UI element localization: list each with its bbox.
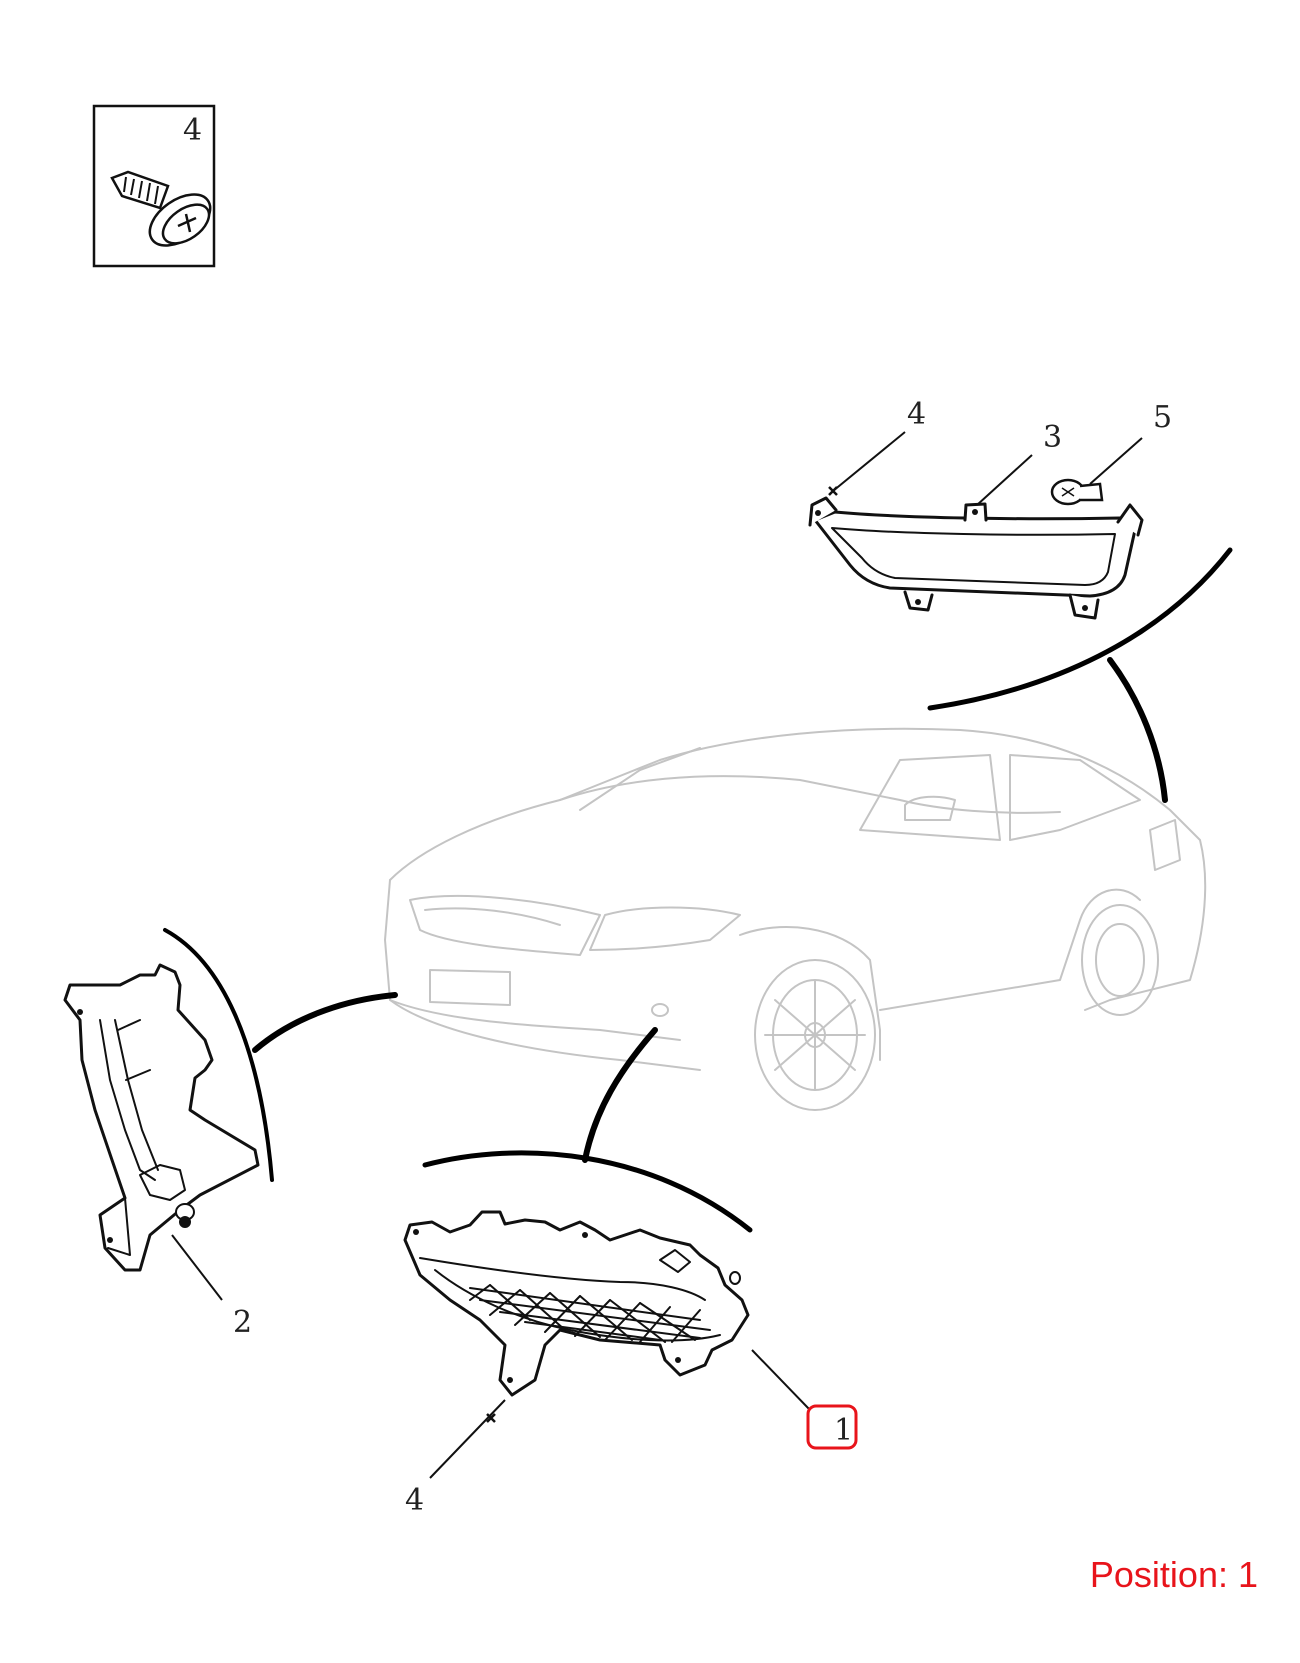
connector-arcs [163, 547, 1233, 1233]
callout-1[interactable]: 1 [834, 1413, 853, 1448]
callout-3: 3 [1043, 420, 1062, 455]
highlight-box[interactable] [806, 1404, 858, 1450]
callout-4-bottom: 4 [405, 1483, 424, 1518]
callout-2: 2 [233, 1305, 252, 1340]
bracket-part-2: 2 [63, 963, 260, 1340]
grille-mesh [469, 1284, 711, 1343]
screw-inset: 4 [92, 104, 216, 268]
fog-lamp-bezel-part-1: 4 1 [403, 1210, 858, 1518]
screw-icon [110, 170, 212, 247]
rear-reflector-lamp: 4 3 5 [808, 397, 1172, 620]
callout-4-top: 4 [907, 397, 926, 432]
position-label: Position: 1 [1090, 1554, 1258, 1595]
inset-callout-4: 4 [183, 113, 202, 148]
screw-marker-icon-bottom [486, 1413, 496, 1423]
callout-5: 5 [1153, 400, 1172, 435]
bulb-icon [1050, 478, 1104, 506]
car-outline [384, 727, 1207, 1111]
